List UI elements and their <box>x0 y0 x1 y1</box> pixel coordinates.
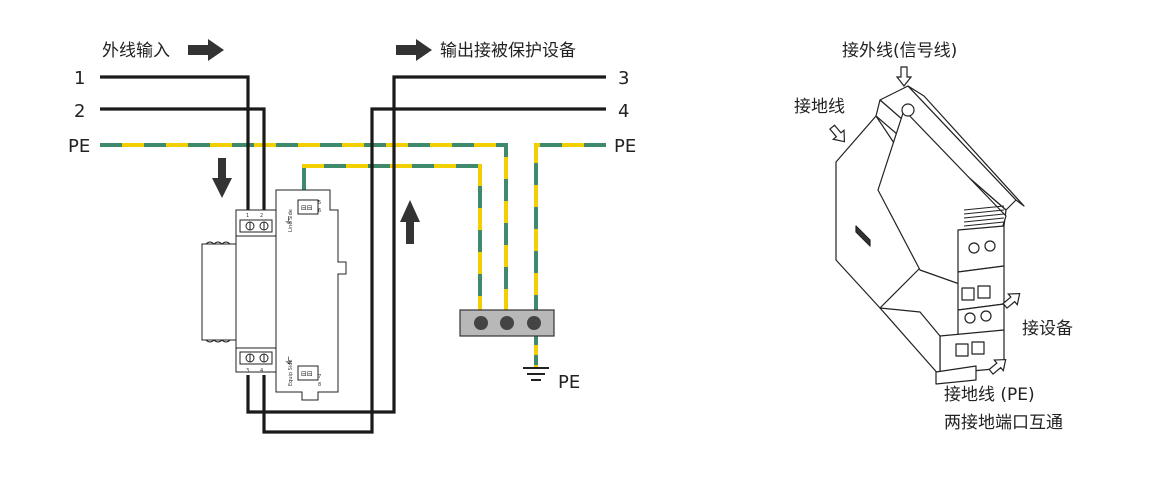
ground-pe-label: 接地线 (PE) <box>944 385 1035 405</box>
ground-top-label: 接地线 <box>794 97 845 117</box>
equip-side-label: Equip Side <box>288 360 294 386</box>
pe-ground-label: PE <box>558 372 580 393</box>
pe-right-label: PE <box>614 136 636 157</box>
terminal-5-num: 5 <box>318 200 321 206</box>
din-rail-module <box>835 85 1025 385</box>
signal-wires <box>100 75 606 434</box>
terminal-8-num: 8 <box>318 382 321 388</box>
earth-ground-icon <box>523 367 549 381</box>
line-2-label: 2 <box>74 101 85 122</box>
input-label: 外线输入 <box>102 41 170 61</box>
output-label: 输出接被保护设备 <box>440 41 576 61</box>
pe-wires <box>100 143 606 368</box>
equipment-label: 接设备 <box>1022 319 1073 339</box>
ground-symbol-icon: ⏚ <box>284 216 293 227</box>
pe-left-label: PE <box>68 136 90 157</box>
signal-line-label: 接外线(信号线) <box>842 41 957 61</box>
terminal-6-num: 6 <box>318 208 321 214</box>
svg-text:⊟⊟: ⊟⊟ <box>301 370 313 378</box>
signal-line-arrow-icon <box>896 66 912 87</box>
line-1-label: 1 <box>74 68 85 89</box>
output-arrow-icon <box>396 39 432 61</box>
down-arrow-icon <box>212 158 232 198</box>
line-3-label: 3 <box>618 68 629 89</box>
line-4-label: 4 <box>618 101 629 122</box>
ports-connected-label: 两接地端口互通 <box>944 413 1063 433</box>
terminal-3-num: 3 <box>246 368 249 374</box>
terminal-2-num: 2 <box>260 213 263 219</box>
terminal-1-num: 1 <box>246 213 249 219</box>
wiring-diagram: 外线输入 输出接被保护设备 1 2 PE 3 4 PE <box>68 39 636 434</box>
device-illustration: 接外线(信号线) 接地线 <box>794 41 1073 433</box>
input-arrow-icon <box>188 39 224 61</box>
terminal-4-num: 4 <box>260 368 263 374</box>
spd-device: 1 2 3 4 ⊟⊟ 5 6 ⏚ ⊟⊟ 7 8 ⏚ Line Side Equi… <box>201 189 347 401</box>
terminal-7-num: 7 <box>318 374 321 380</box>
ground-symbol-icon: ⏚ <box>284 356 293 367</box>
up-arrow-icon <box>400 200 420 244</box>
ground-top-arrow-icon <box>826 122 851 147</box>
svg-text:⊟⊟: ⊟⊟ <box>301 204 313 212</box>
ground-busbar <box>459 309 555 337</box>
line-side-label: Line Side <box>288 209 294 232</box>
